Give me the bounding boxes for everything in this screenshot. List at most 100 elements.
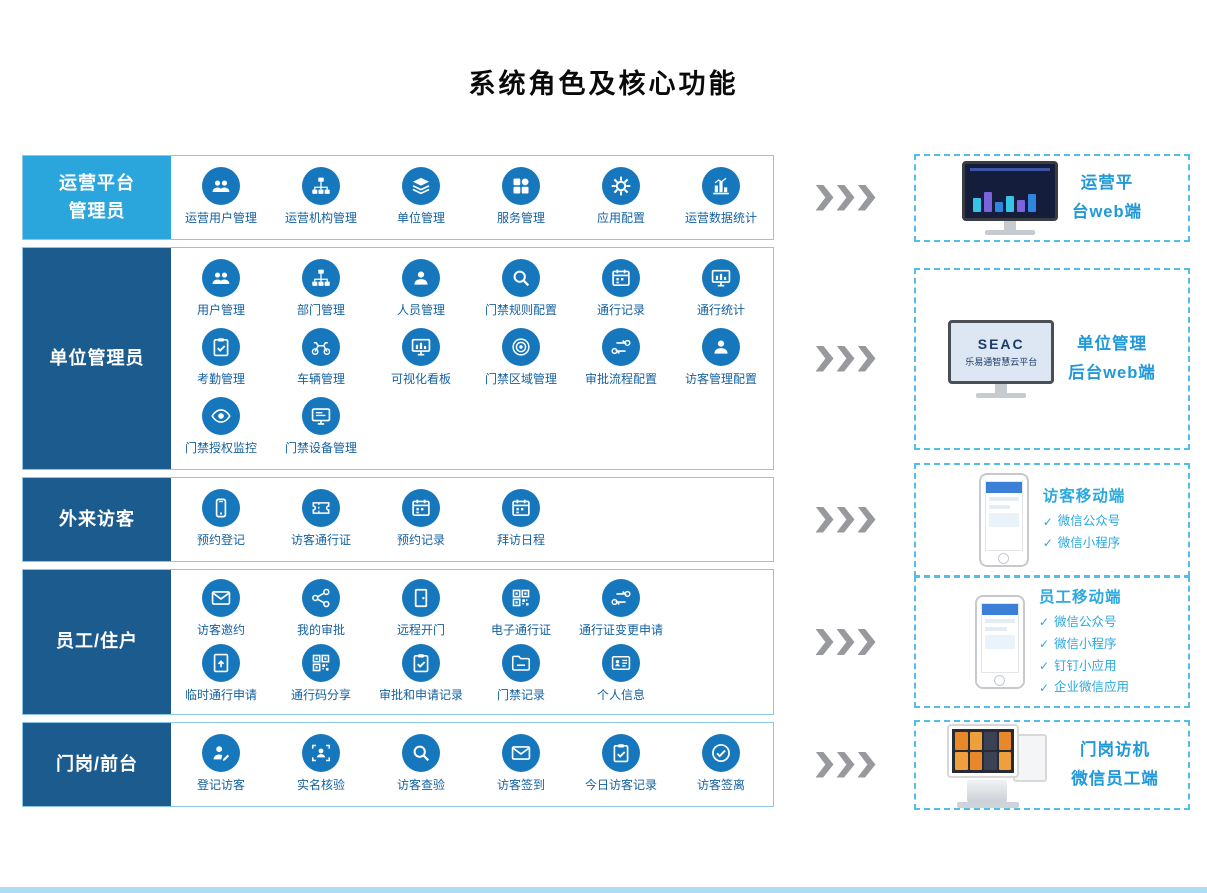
function-item-eye: 门禁授权监控: [171, 397, 271, 456]
chevron-right-icon: [857, 506, 876, 533]
chevron-right-icon: [836, 184, 855, 211]
bottom-accent-bar: [0, 887, 1207, 893]
function-item-phone: 预约登记: [171, 489, 271, 548]
mobile-label-title: 访客移动端: [1042, 488, 1126, 506]
chevron-right-icon: [836, 629, 855, 655]
function-item-org-chart: 运营机构管理: [271, 167, 371, 226]
function-label: 门禁规则配置: [484, 303, 557, 317]
functions-external-visitor: 预约登记访客通行证预约记录拜访日程: [171, 478, 773, 561]
row-gate-front-desk: 门岗/前台登记访客实名核验访客查验访客签到今日访客记录访客签离: [22, 722, 774, 807]
layers-icon: [402, 167, 440, 205]
flow-icon: [602, 328, 640, 366]
page-title: 系统角色及核心功能: [468, 69, 739, 99]
function-label: 可视化看板: [390, 372, 451, 386]
function-row: 预约登记访客通行证预约记录拜访日程: [171, 489, 773, 548]
function-item-share: 我的审批: [271, 579, 371, 638]
role-label-line: 员工/住户: [55, 631, 138, 652]
desktop-monitor-icon: [961, 160, 1058, 235]
functions-unit-admin: 用户管理部门管理人员管理门禁规则配置通行记录通行统计考勤管理车辆管理可视化看板门…: [171, 248, 773, 469]
device-label-line: 台web端: [1071, 202, 1143, 221]
bullet-item: ✓ 企业微信应用: [1039, 677, 1129, 699]
seac-screen-title: SEAC: [977, 335, 1025, 352]
role-label-line: 单位管理员: [49, 347, 145, 368]
band-staff-resident: 员工/住户访客邀约我的审批远程开门电子通行证通行证变更申请临时通行申请通行码分享…: [22, 569, 1190, 715]
check-icon: ✓: [1042, 536, 1053, 551]
search-icon: [502, 259, 540, 297]
band-external-visitor: 外来访客预约登记访客通行证预约记录拜访日程访客移动端✓微信公众号✓微信小程序: [22, 462, 1190, 577]
device-label: 运营平台web端: [1072, 169, 1142, 225]
function-item-flow: 审批流程配置: [571, 328, 671, 387]
arrow-staff-resident: [774, 629, 914, 655]
function-item-users: 用户管理: [171, 259, 271, 318]
function-item-qr: 电子通行证: [471, 579, 571, 638]
arrow-external-visitor: [774, 506, 914, 533]
functions-staff-resident: 访客邀约我的审批远程开门电子通行证通行证变更申请临时通行申请通行码分享审批和申请…: [171, 570, 773, 714]
function-item-mail: 访客签到: [471, 734, 571, 793]
function-item-motorcycle: 车辆管理: [271, 328, 371, 387]
device-label-line: 单位管理: [1077, 335, 1147, 354]
mail-icon: [202, 579, 240, 617]
check-icon: ✓: [1038, 680, 1050, 695]
role-label-staff-resident: 员工/住户: [23, 570, 171, 714]
band-unit-admin: 单位管理员用户管理部门管理人员管理门禁规则配置通行记录通行统计考勤管理车辆管理可…: [22, 247, 1190, 470]
function-item-folder: 门禁记录: [471, 644, 571, 703]
function-row: 访客邀约我的审批远程开门电子通行证通行证变更申请: [171, 579, 773, 638]
users-icon: [202, 167, 240, 205]
smartphone-icon: [978, 472, 1029, 567]
function-item-monitor: 门禁设备管理: [271, 397, 371, 456]
bullet-text: 企业微信应用: [1054, 680, 1130, 695]
function-item-upload: 临时通行申请: [171, 644, 271, 703]
arrow-unit-admin: [774, 345, 914, 372]
device-label: 单位管理后台web端: [1068, 330, 1156, 386]
role-label-ops-admin: 运营平台管理员: [23, 156, 171, 239]
door-icon: [402, 579, 440, 617]
row-external-visitor: 外来访客预约登记访客通行证预约记录拜访日程: [22, 477, 774, 562]
function-row: 临时通行申请通行码分享审批和申请记录门禁记录个人信息: [171, 644, 773, 703]
check-icon: ✓: [1042, 514, 1053, 529]
clipboard-check-icon: [402, 644, 440, 682]
calendar-icon: [402, 489, 440, 527]
calendar-icon: [602, 259, 640, 297]
org-chart-icon: [302, 259, 340, 297]
check-icon: ✓: [1038, 615, 1050, 630]
function-label: 预约登记: [196, 533, 245, 547]
function-item-mail: 访客邀约: [171, 579, 271, 638]
function-item-face-verify: 实名核验: [271, 734, 371, 793]
bullet-item: ✓微信公众号: [1039, 612, 1129, 634]
function-label: 今日访客记录: [584, 778, 657, 792]
function-label: 门禁设备管理: [284, 441, 357, 455]
function-label: 运营用户管理: [184, 211, 257, 225]
monitor-chart-icon: [402, 328, 440, 366]
bullet-text: 微信公众号: [1057, 514, 1121, 529]
function-item-search: 访客查验: [371, 734, 471, 793]
function-item-clipboard-check: 今日访客记录: [571, 734, 671, 793]
function-label: 通行记录: [596, 303, 645, 317]
bullet-item: ✓微信小程序: [1043, 533, 1126, 555]
function-label: 实名核验: [296, 778, 345, 792]
row-staff-resident: 员工/住户访客邀约我的审批远程开门电子通行证通行证变更申请临时通行申请通行码分享…: [22, 569, 774, 715]
function-item-org-chart: 部门管理: [271, 259, 371, 318]
target-visitor-mobile: 访客移动端 ✓ 微信公众号 ✓微信小程序: [914, 462, 1190, 577]
motorcycle-icon: [302, 328, 340, 366]
functions-gate-front-desk: 登记访客实名核验访客查验访客签到今日访客记录访客签离: [171, 723, 773, 806]
function-label: 车辆管理: [296, 372, 345, 386]
id-card-icon: [602, 644, 640, 682]
chevron-right-icon: [815, 345, 834, 372]
function-item-monitor-chart: 可视化看板: [371, 328, 471, 387]
seac-screen-subtitle: 乐易通智慧云平台: [965, 356, 1038, 367]
function-label: 临时通行申请: [184, 688, 257, 702]
bullet-item: ✓微信小程序: [1039, 634, 1129, 656]
chevron-right-icon: [815, 506, 834, 533]
function-row: 运营用户管理运营机构管理单位管理服务管理应用配置运营数据统计: [171, 167, 773, 226]
users-icon: [202, 259, 240, 297]
role-label-line: 管理员: [68, 200, 126, 221]
mobile-label: 访客移动端 ✓ 微信公众号 ✓微信小程序: [1043, 484, 1126, 555]
target-gate-terminal: 门岗访机微信员工端: [914, 719, 1190, 810]
monitor-icon: [302, 397, 340, 435]
function-label: 远程开门: [396, 623, 445, 637]
bullet-text: 钉钉小应用: [1054, 658, 1117, 673]
functions-ops-admin: 运营用户管理运营机构管理单位管理服务管理应用配置运营数据统计: [171, 156, 773, 239]
function-item-ticket: 访客通行证: [271, 489, 371, 548]
target-ops-web: 运营平台web端: [914, 153, 1190, 242]
monitor-chart-icon: [702, 259, 740, 297]
